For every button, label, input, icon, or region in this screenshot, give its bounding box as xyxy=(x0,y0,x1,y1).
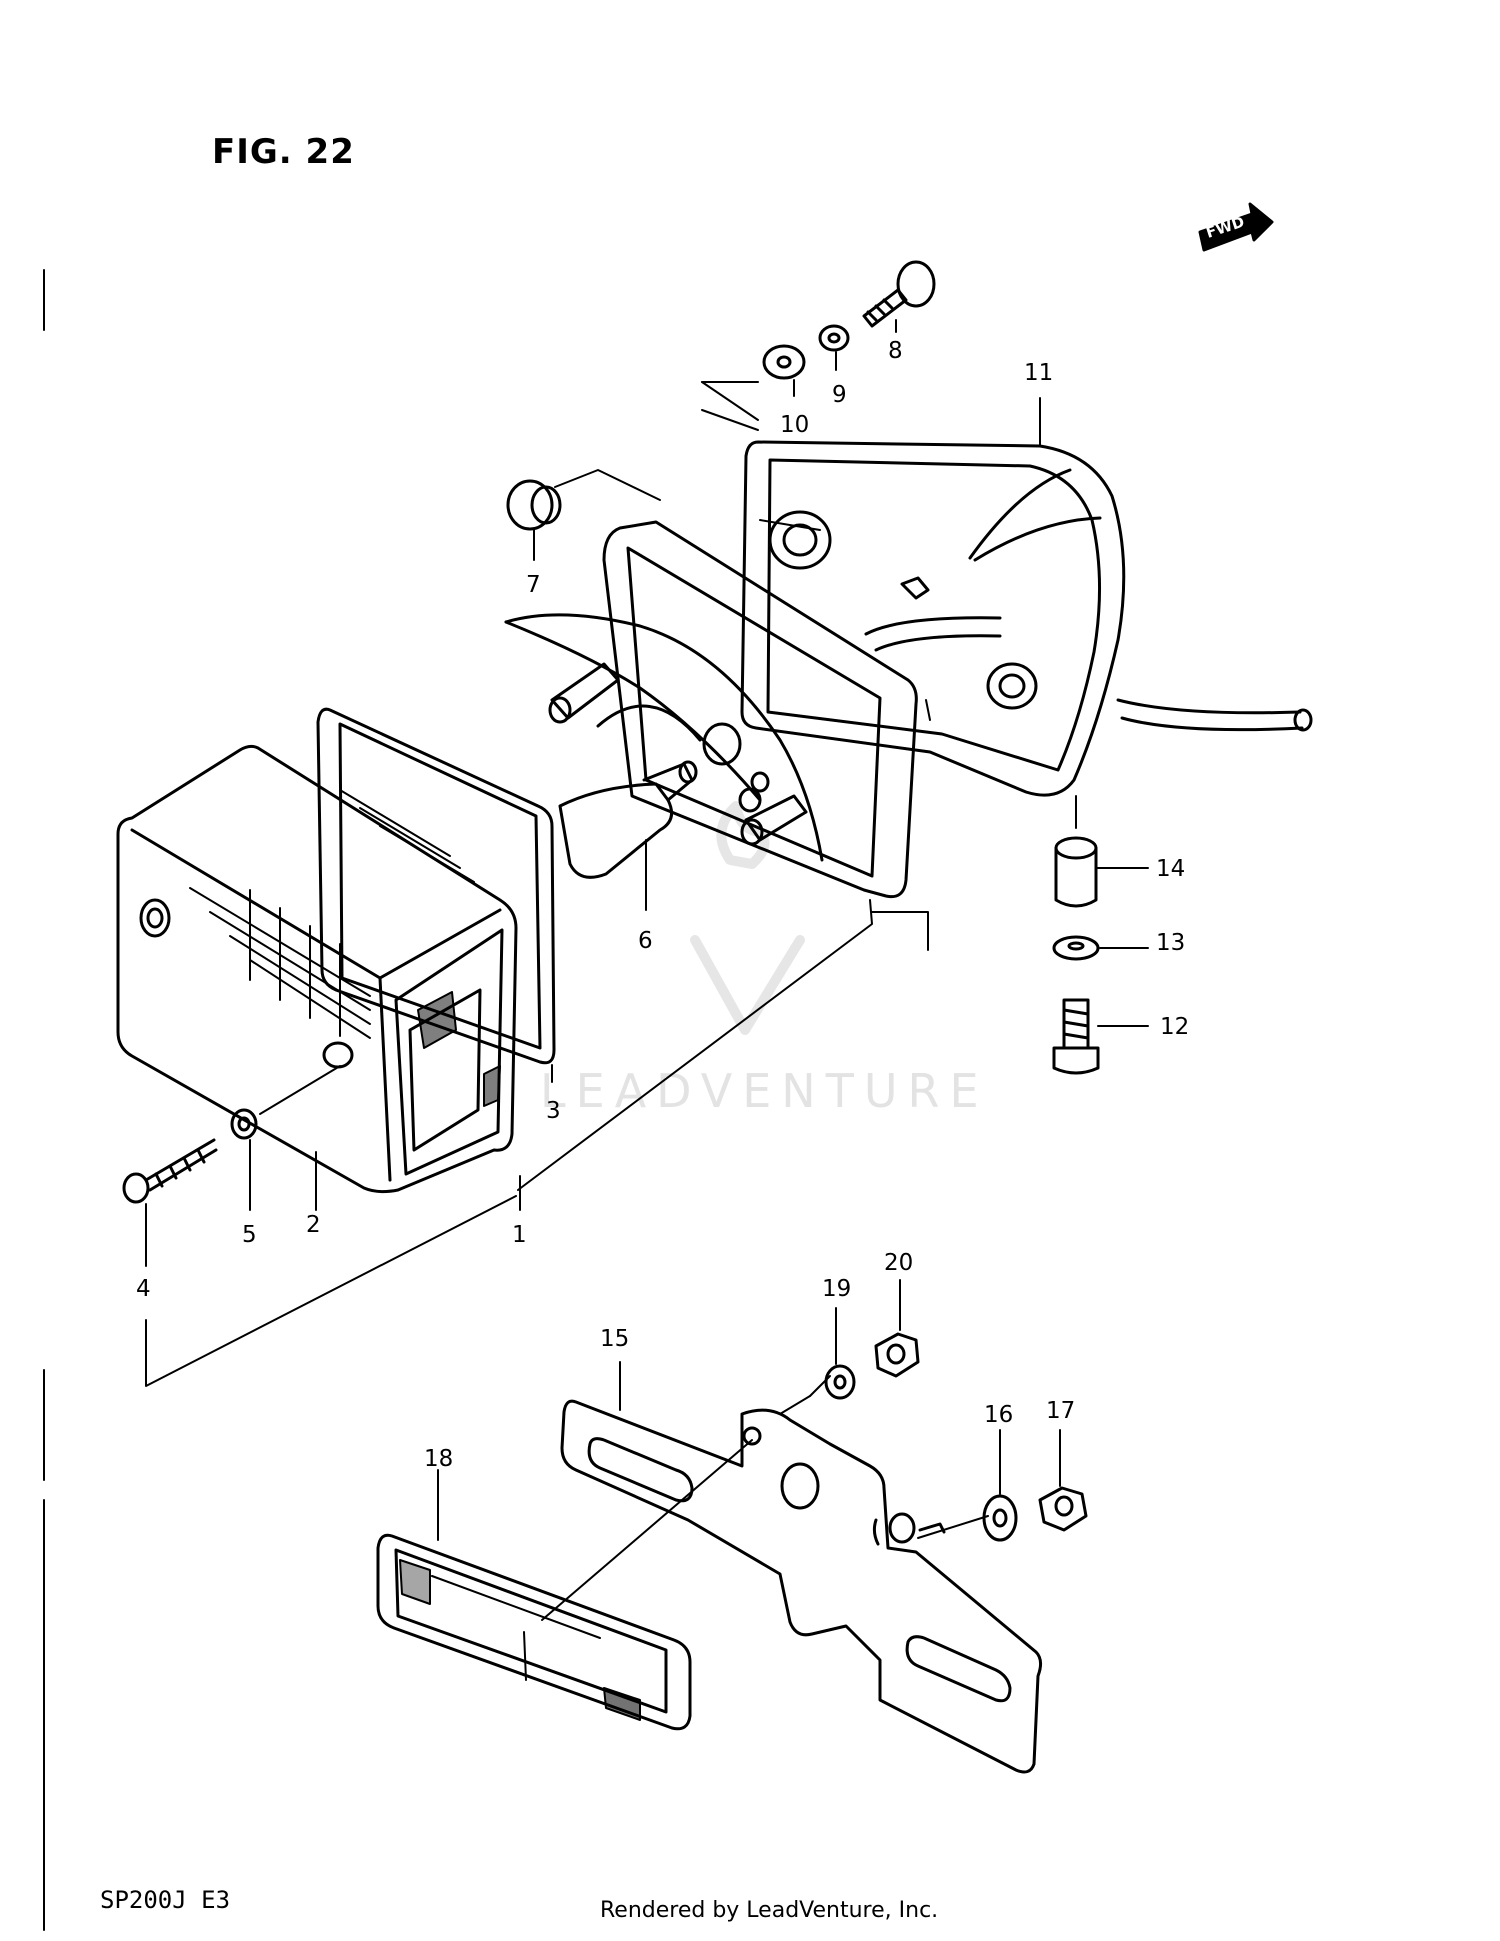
part-7-grommet xyxy=(506,479,562,531)
callout-10: 10 xyxy=(780,412,809,438)
part-13-washer xyxy=(1052,935,1100,961)
callout-labels: 1 2 3 4 5 6 7 8 9 10 11 12 13 14 15 16 1… xyxy=(136,338,1189,1472)
callout-11: 11 xyxy=(1024,360,1053,386)
callout-4: 4 xyxy=(136,1276,151,1302)
figure-title: FIG. 22 xyxy=(212,132,355,172)
leader-lines xyxy=(145,319,1149,1621)
callout-12: 12 xyxy=(1160,1014,1189,1040)
callout-1: 1 xyxy=(512,1222,527,1248)
part-15-bracket xyxy=(560,1399,1043,1774)
part-9-lock-washer xyxy=(818,324,850,352)
part-14-collar xyxy=(1054,836,1098,908)
part-5-washer xyxy=(230,1108,258,1140)
forward-arrow-icon: FWD xyxy=(1198,202,1274,252)
callout-18: 18 xyxy=(424,1446,453,1472)
callout-3: 3 xyxy=(546,1098,561,1124)
callout-2: 2 xyxy=(306,1212,321,1238)
part-6-bulb xyxy=(558,760,698,879)
part-12-bolt xyxy=(1052,998,1100,1075)
callout-9: 9 xyxy=(832,382,847,408)
callout-7: 7 xyxy=(526,572,541,598)
render-credit: Rendered by LeadVenture, Inc. xyxy=(600,1898,939,1923)
part-11-housing xyxy=(740,440,1313,797)
part-20-nut xyxy=(874,1332,920,1378)
part-18-reflector xyxy=(376,1533,692,1731)
callout-13: 13 xyxy=(1156,930,1185,956)
callout-17: 17 xyxy=(1046,1398,1075,1424)
part-17-nut xyxy=(1038,1486,1088,1532)
part-4-screw xyxy=(122,1138,218,1204)
part-2-lens xyxy=(116,744,518,1194)
callout-6: 6 xyxy=(638,928,653,954)
callout-14: 14 xyxy=(1156,856,1185,882)
callout-15: 15 xyxy=(600,1326,629,1352)
callout-8: 8 xyxy=(888,338,903,364)
part-10-washer xyxy=(762,344,806,380)
model-code: SP200J E3 xyxy=(100,1886,231,1914)
part-1-lamp-base xyxy=(504,520,918,899)
callout-5: 5 xyxy=(242,1222,257,1248)
callout-16: 16 xyxy=(984,1402,1013,1428)
callout-19: 19 xyxy=(822,1276,851,1302)
part-3-gasket xyxy=(316,707,556,1065)
part-16-washer xyxy=(982,1494,1018,1542)
part-8-screw xyxy=(862,260,936,328)
callout-20: 20 xyxy=(884,1250,913,1276)
watermark-text: LEADVENTURE xyxy=(540,1064,989,1118)
part-19-washer xyxy=(824,1364,856,1400)
